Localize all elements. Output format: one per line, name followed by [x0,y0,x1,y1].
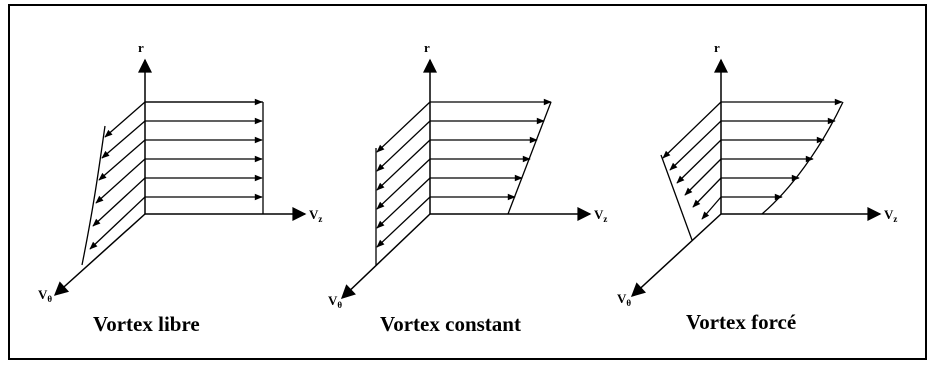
vtheta-axis-label: Vθ [328,293,342,310]
r-axis-label: r [138,40,144,55]
panel-vortex-libre [53,58,307,296]
panel-vortex-force [630,58,882,297]
vz-axis-label: Vz [884,207,897,224]
vtheta-axis-label: Vθ [617,291,631,308]
vtheta-profile-line [660,154,693,241]
panel-title-vortex-force: Vortex forcé [686,310,796,334]
r-axis-label: r [424,40,430,55]
vz-axis-label: Vz [309,207,322,224]
vtheta-axis [340,213,431,299]
panel-title-vortex-libre: Vortex libre [93,312,200,336]
vz-profile-curve [761,101,844,215]
figure-frame [8,4,927,360]
vtheta-profile-curve [81,125,106,266]
vz-axis-label: Vz [594,207,607,224]
vtheta-axis-label: Vθ [38,287,52,304]
vtheta-axis [53,213,146,296]
panel-title-vortex-constant: Vortex constant [380,312,521,336]
r-axis-label: r [714,40,720,55]
vtheta-axis [630,213,722,297]
panel-vortex-constant [340,58,592,299]
